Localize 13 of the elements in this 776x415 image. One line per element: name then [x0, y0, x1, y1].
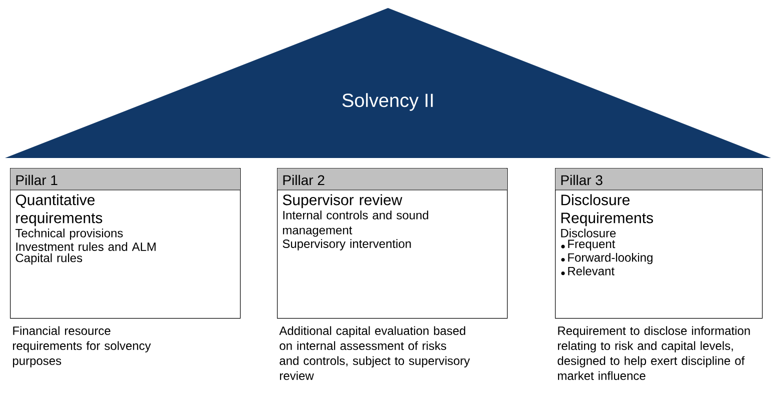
list-item: Internal controls and sound management	[283, 210, 428, 237]
description-text: Additional capital evaluation based on internal assessment of risks and controls, subject to supervisory review	[279, 326, 470, 380]
list-item: Disclosure	[561, 228, 616, 238]
list-item: Investment rules and ALM	[16, 242, 156, 251]
list-item: Technical provisions	[15, 228, 123, 240]
list-item: Capital rules	[16, 253, 82, 265]
list-item: Forward-looking	[568, 252, 652, 264]
roof-triangle: Solvency II	[5, 8, 771, 158]
list-item: Relevant	[568, 266, 614, 276]
list-item: Frequent	[568, 240, 616, 251]
description-text: Financial resource requirements for solvency purposes	[12, 326, 151, 368]
list-item: Supervisory intervention	[282, 239, 411, 250]
description-text: Requirement to disclose information relating to risk and capital levels, designed to help exert discipline of market influence	[558, 326, 750, 380]
